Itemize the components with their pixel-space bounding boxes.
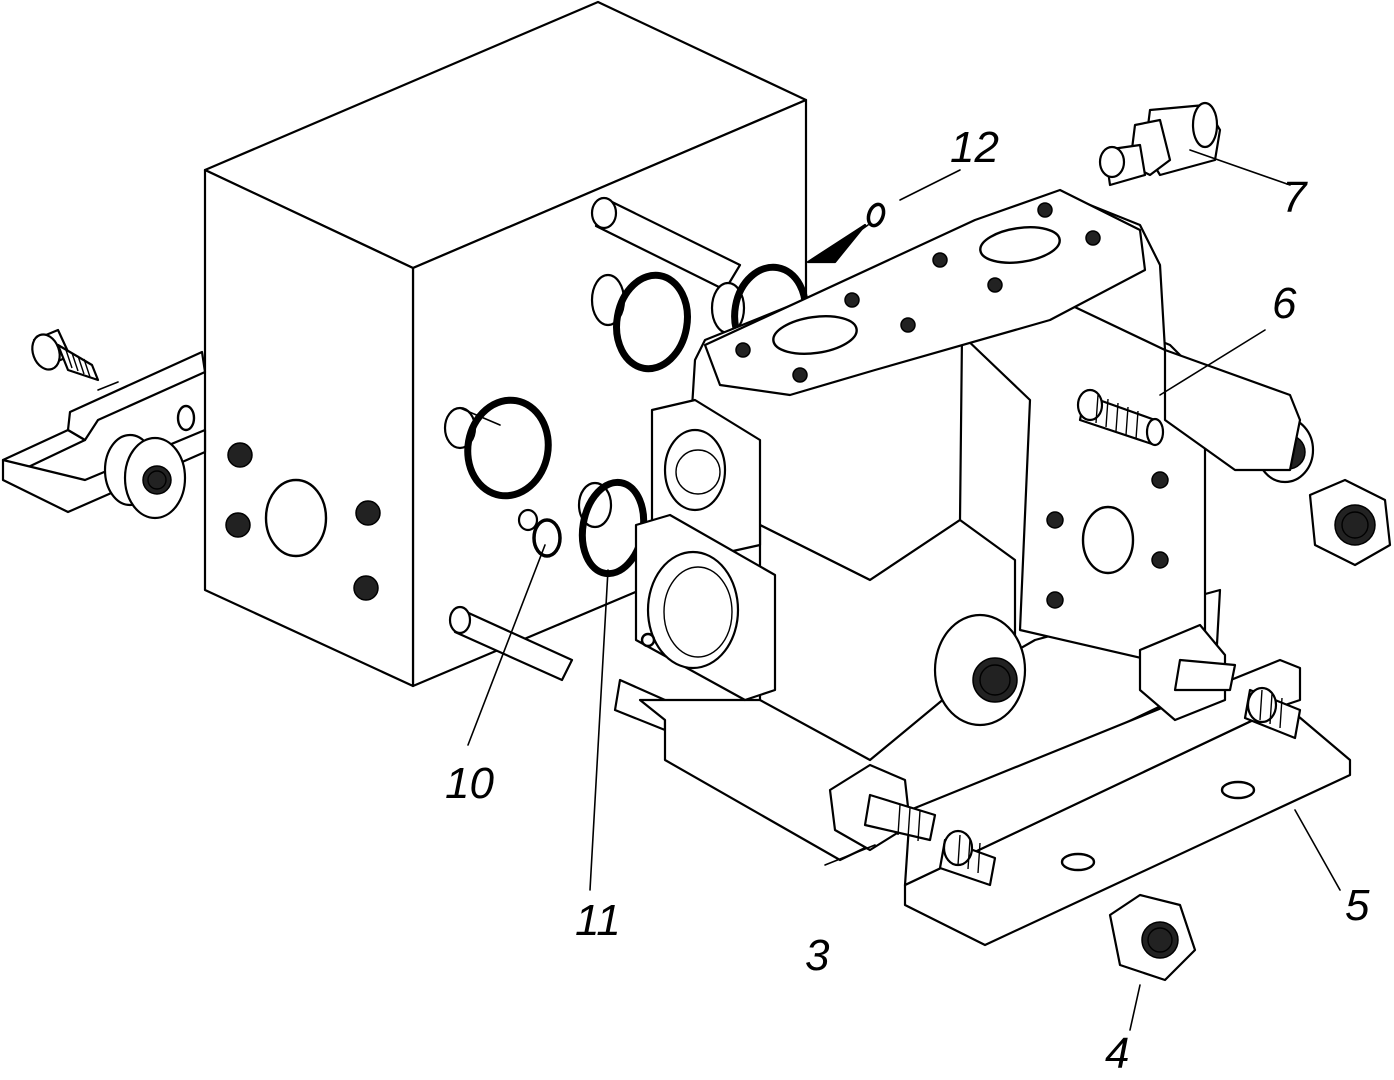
callout-3: 3	[805, 931, 830, 980]
callout-7: 7	[1282, 173, 1308, 222]
callout-6: 6	[1272, 279, 1297, 328]
pressure-sensor	[1098, 101, 1222, 187]
lower-port-flange	[634, 513, 777, 702]
right-stud	[1076, 388, 1165, 447]
callout-10: 10	[445, 759, 494, 808]
o-ring-set	[464, 202, 886, 578]
bottom-stud-left	[828, 763, 997, 887]
callout-12: 12	[950, 123, 999, 172]
callout-4: 4	[1105, 1029, 1129, 1078]
left-flange-nut	[103, 433, 187, 520]
bottom-stud-right	[1138, 623, 1302, 740]
pump-body	[638, 188, 1315, 862]
callout-labels: 3 4 5 6 7 10 11 12	[445, 123, 1370, 1078]
left-bracket	[1, 350, 207, 514]
leader-lines	[467, 149, 1341, 1031]
callout-11: 11	[575, 896, 621, 945]
lower-pin	[448, 589, 667, 732]
right-flange-nut	[1308, 478, 1392, 567]
left-cap-screw	[31, 328, 100, 382]
callout-5: 5	[1345, 881, 1370, 930]
bottom-flange-nut	[1108, 893, 1197, 982]
upper-port-flange	[650, 398, 762, 557]
lower-bracket	[903, 658, 1352, 947]
